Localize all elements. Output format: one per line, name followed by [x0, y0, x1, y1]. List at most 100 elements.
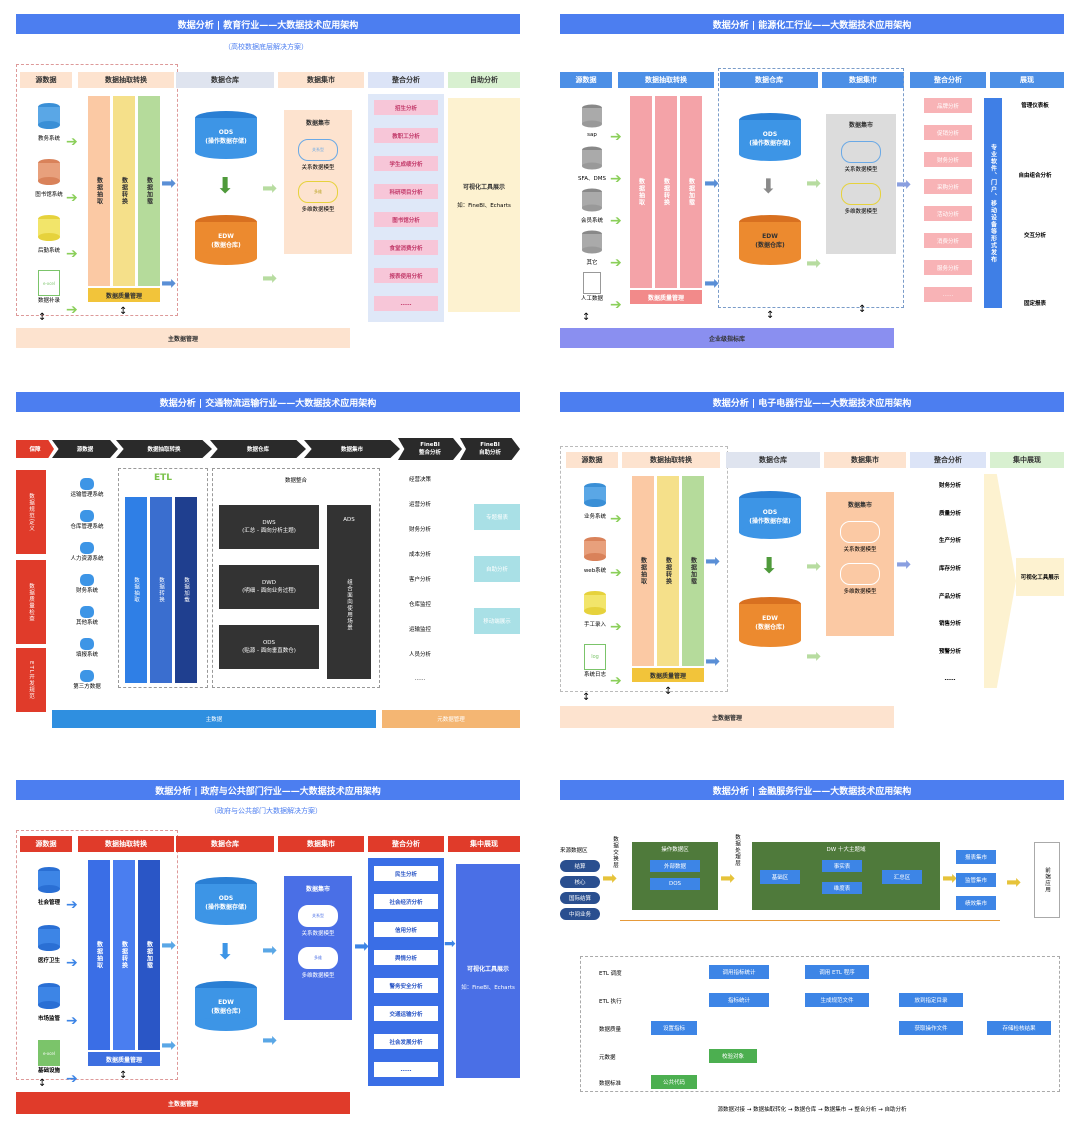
source-pill: 核心	[560, 876, 600, 888]
panel-title: 数据分析 | 能源化工行业——大数据技术应用架构	[560, 14, 1064, 34]
head-source: 源数据	[20, 72, 72, 88]
tool-title: 可视化工具展示	[462, 184, 505, 191]
indicator-bar: 企业级指标库	[560, 328, 894, 348]
row-label: ETL 调度	[599, 971, 622, 977]
ods-label: ODS (操作数据存储)	[749, 131, 791, 147]
head-source: 源数据	[560, 72, 612, 88]
tool-title: 可视化工具展示	[466, 966, 509, 973]
analysis-item: 促销分析	[924, 125, 972, 140]
dw-title: 数据整合	[284, 478, 307, 484]
source-label: 业务系统	[583, 514, 606, 520]
arrow-to-analysis: ➡	[896, 174, 912, 195]
head-mart: 数据集市	[822, 72, 904, 88]
source-list: 运输管理系统 仓库管理系统 人力资源系统 财务系统 其他系统 填报系统 第三方数…	[56, 472, 118, 696]
head-bi1: FineBI 整合分析	[398, 438, 462, 460]
etl-extract: 数据抽取	[88, 860, 110, 1050]
arrows-to-mart: ➡➡	[262, 178, 278, 289]
process-layer: 数据处理层	[734, 833, 740, 867]
process-box: 公共代码	[651, 1075, 697, 1089]
edw-cylinder: EDW (数据仓库)	[194, 980, 258, 1032]
mart-item: 绩效集市	[956, 896, 996, 910]
updown-arrow: ↕	[664, 686, 673, 697]
analysis-item: 教职工分析	[374, 128, 438, 143]
source-label: 运输管理系统	[70, 492, 104, 498]
mart-title: 数据集市	[847, 502, 872, 509]
source-label: 财务系统	[75, 588, 98, 594]
guard-item: ETL开发规范	[16, 648, 46, 712]
source-label: 图书馆系统	[35, 192, 63, 198]
database-icon	[80, 670, 94, 682]
down-arrow-icon: ⬇	[760, 554, 779, 579]
arrows-to-dw: ➡➡	[161, 173, 177, 294]
ods-cylinder: ODS (操作数据存储)	[738, 490, 802, 540]
source-label: 数据补录	[37, 298, 60, 304]
arrow-to-analysis: ➡	[354, 936, 370, 957]
orange-line	[620, 920, 1000, 921]
source-arrows: ➔➔➔➔	[610, 511, 622, 689]
head-analysis: 整合分析	[910, 452, 986, 468]
source-label: 人工数据	[580, 296, 603, 302]
source-label: 第三方数据	[73, 684, 101, 690]
ods-label: ODS (操作数据存储)	[205, 129, 247, 145]
updown-arrow: ↕	[38, 1078, 47, 1089]
exchange-layer: 数据交换层	[612, 835, 618, 869]
ads-box: ADS 组合面向使用场景	[327, 505, 371, 679]
etl-load: 数据加载	[680, 96, 702, 288]
analysis-item: 民生分析	[374, 866, 438, 881]
database-icon	[584, 483, 606, 507]
analysis-item: 学生成绩分析	[374, 156, 438, 171]
source-label: 后勤系统	[37, 248, 60, 254]
edw-label: EDW (数据仓库)	[211, 999, 241, 1015]
panel-government: 数据分析 | 政府与公共部门行业——大数据技术应用架构 （政府与公共部门大数据解…	[16, 780, 520, 1120]
ads-title: ADS	[343, 517, 355, 523]
ods-label: ODS (操作数据存储)	[749, 509, 791, 525]
mart-item: 多维数据模型	[301, 207, 335, 213]
rel-model-icon: 关系型	[298, 905, 338, 927]
tool-sub: 如：FineBI、Echarts	[461, 985, 515, 991]
process-box: 调用 ETL 程序	[805, 965, 869, 979]
process-box: 调用指标统计	[709, 965, 769, 979]
head-source: 源数据	[20, 836, 72, 852]
process-box: 校验对象	[709, 1049, 757, 1063]
analysis-column: 经营决策 运营分析 财务分析 成本分析 客户分析 仓库监控 运输监控 人员分析 …	[396, 468, 460, 688]
database-icon	[80, 510, 94, 522]
analysis-item: 社会发展分析	[374, 1034, 438, 1049]
mart-item: 关系数据模型	[843, 547, 877, 553]
tool-sub: 如：FineBI、Echarts	[457, 203, 511, 209]
analysis-column: 招生分析 教职工分析 学生成绩分析 科研项目分析 图书馆分析 食堂消费分析 报表…	[368, 94, 444, 322]
analysis-item: ……	[414, 676, 426, 682]
analysis-item: 食堂消费分析	[374, 240, 438, 255]
database-icon	[584, 537, 606, 561]
source-arrows: ➔➔➔➔	[66, 134, 78, 318]
analysis-item: 产品分析	[938, 594, 961, 600]
data-mart-box: 数据集市 关系数据模型 多维数据模型	[826, 492, 894, 636]
arrows-to-dw: ➡➡	[161, 935, 177, 1056]
flow-caption: 源数据对接 → 数据抽取转化 → 数据仓库 → 数据集市 → 整合分析 → 自助…	[717, 1107, 907, 1113]
dws-box: DWS (汇总 - 面向分析主题)	[219, 505, 319, 549]
head-etl: 数据抽取转换	[78, 72, 174, 88]
head-analysis: 整合分析	[368, 72, 444, 88]
analysis-item: 采购分析	[924, 179, 972, 194]
analysis-item: 财务分析	[938, 483, 961, 489]
head-dw: 数据仓库	[720, 72, 818, 88]
database-icon	[38, 103, 60, 129]
analysis-item: 舆情分析	[374, 950, 438, 965]
master-data-bar: 主数据管理	[560, 706, 894, 728]
head-dw: 数据仓库	[176, 836, 274, 852]
analysis-item: 运营分析	[408, 502, 431, 508]
edw-cylinder: EDW (数据仓库)	[194, 214, 258, 266]
head-show: 集中展现	[990, 452, 1064, 468]
head-mart: 数据集市	[278, 836, 364, 852]
source-label: 市场监管	[37, 1016, 60, 1022]
database-icon	[582, 146, 602, 170]
dwd-box: DWD (明细 - 面向业务过程)	[219, 565, 319, 609]
head-dw: 数据仓库	[176, 72, 274, 88]
panel-logistics: 数据分析 | 交通物流运输行业——大数据技术应用架构 保障 源数据 数据抽取转换…	[16, 392, 520, 736]
ads-sub: 组合面向使用场景	[346, 579, 352, 631]
source-pill: 结算	[560, 860, 600, 872]
multi-model-icon: 多维	[298, 181, 338, 203]
source-label: sap	[587, 132, 597, 138]
database-icon	[582, 230, 602, 254]
source-label: 其它	[586, 260, 598, 266]
arrow-process: ➡	[720, 868, 736, 889]
